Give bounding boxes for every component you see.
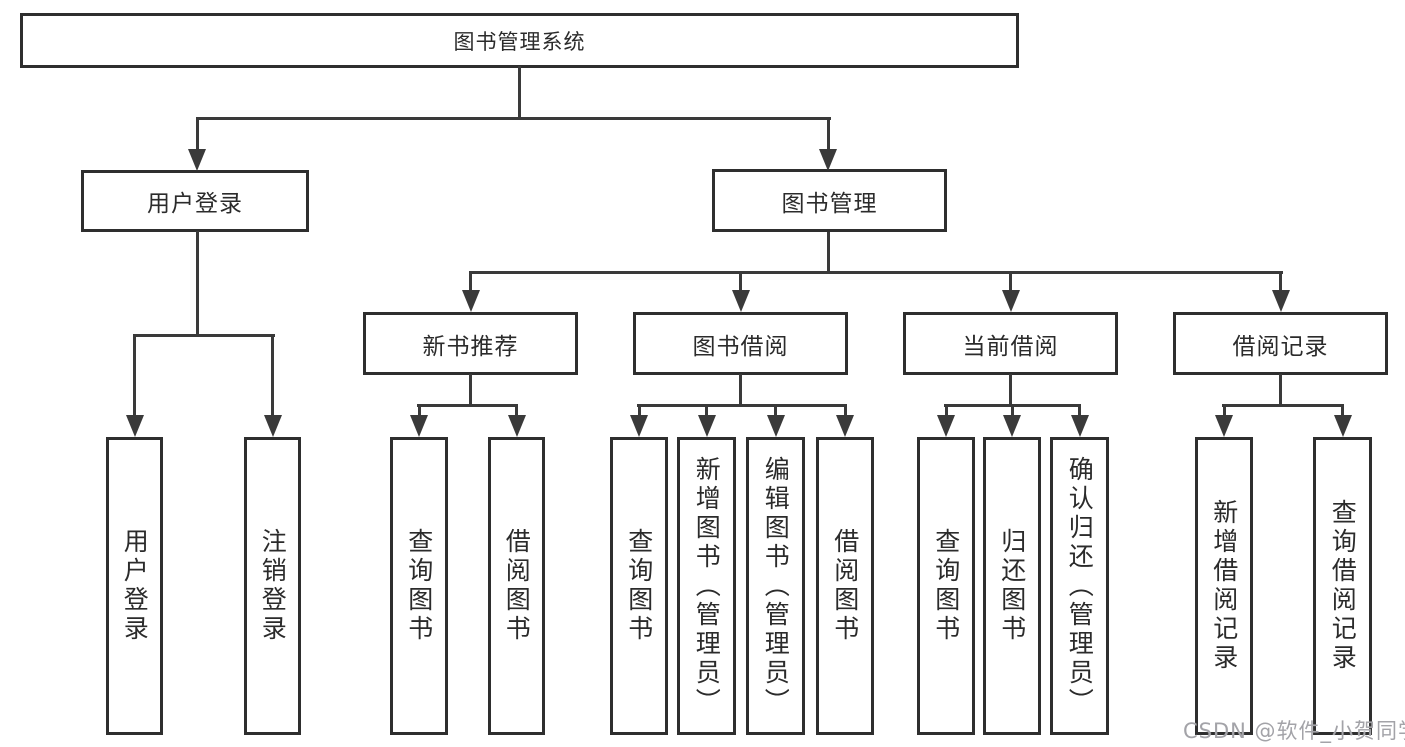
node-label: 归还图书 [997,528,1027,644]
node-label: 查询借阅记录 [1328,499,1358,673]
connector-hline [637,404,846,407]
arrow-down-icon [732,290,750,312]
leaf-query-book-current: 查询图书 [917,437,975,735]
connector-vline [1009,271,1012,292]
node-label: 查询图书 [931,528,961,644]
node-user-login: 用户登录 [81,170,309,232]
connector-hline [469,271,1283,274]
node-label: 查询图书 [624,528,654,644]
connector-hline [196,117,831,120]
connector-vline [705,404,708,416]
leaf-return-book: 归还图书 [983,437,1041,735]
connector-hline [417,404,518,407]
arrow-down-icon [1071,415,1089,437]
arrow-down-icon [188,149,206,171]
connector-vline [1009,374,1012,407]
connector-vline [1279,271,1282,292]
leaf-borrow-book: 借阅图书 [816,437,874,735]
leaf-user-login: 用户登录 [106,437,163,735]
connector-vline [1011,404,1014,416]
connector-hline [1222,404,1344,407]
connector-vline [638,404,641,416]
node-current-borrow: 当前借阅 [903,312,1118,375]
connector-vline [1341,404,1344,416]
connector-vline [1078,404,1081,416]
node-label: 查询图书 [404,528,434,644]
node-label: 图书借阅 [692,333,789,360]
node-label: 新增借阅记录 [1209,499,1239,673]
node-label: 注销登录 [258,528,288,644]
leaf-query-borrow-record: 查询借阅记录 [1313,437,1372,735]
node-label: 确认归还（管理员） [1065,455,1095,717]
connector-vline [133,334,136,415]
leaf-edit-book-admin: 编辑图书（管理员） [746,437,805,735]
node-label: 用户登录 [147,191,243,217]
node-label: 图书管理系统 [453,29,586,54]
node-root-library-system: 图书管理系统 [20,13,1019,68]
arrow-down-icon [698,415,716,437]
csdn-watermark: CSDN @软件_小贺同学 [1183,719,1405,743]
node-label: 新书推荐 [422,333,519,360]
leaf-query-book-recommend: 查询图书 [390,437,448,735]
connector-vline [827,232,830,274]
arrow-down-icon [1003,415,1021,437]
arrow-down-icon [264,415,282,437]
connector-vline [196,117,199,151]
node-label: 编辑图书（管理员） [761,455,791,717]
arrow-down-icon [462,290,480,312]
connector-hline [133,334,275,337]
connector-vline [515,404,518,416]
arrow-down-icon [1334,415,1352,437]
node-label: 当前借阅 [962,333,1059,360]
leaf-confirm-return-admin: 确认归还（管理员） [1050,437,1109,735]
arrow-down-icon [937,415,955,437]
connector-vline [418,404,421,416]
leaf-borrow-book-recommend: 借阅图书 [488,437,545,735]
connector-vline [774,404,777,416]
connector-vline [469,271,472,292]
arrow-down-icon [819,149,837,171]
connector-vline [518,66,521,119]
arrow-down-icon [1215,415,1233,437]
node-label: 借阅图书 [502,528,532,644]
connector-vline [1223,404,1226,416]
node-label: 借阅记录 [1232,333,1329,360]
connector-vline [827,117,830,151]
connector-vline [469,374,472,407]
leaf-add-book-admin: 新增图书（管理员） [677,437,736,735]
connector-vline [196,231,199,336]
node-borrow-record: 借阅记录 [1173,312,1388,375]
node-label: 新增图书（管理员） [692,455,722,717]
connector-vline [739,374,742,407]
node-book-borrow: 图书借阅 [633,312,848,375]
connector-vline [1279,374,1282,407]
arrow-down-icon [126,415,144,437]
arrow-down-icon [1272,290,1290,312]
leaf-query-book-borrow: 查询图书 [610,437,668,735]
arrow-down-icon [836,415,854,437]
node-book-management: 图书管理 [712,169,947,232]
connector-vline [945,404,948,416]
arrow-down-icon [767,415,785,437]
arrow-down-icon [1002,290,1020,312]
node-new-book-recommend: 新书推荐 [363,312,578,375]
connector-vline [271,334,274,415]
leaf-logout: 注销登录 [244,437,301,735]
leaf-add-borrow-record: 新增借阅记录 [1195,437,1253,735]
arrow-down-icon [630,415,648,437]
node-label: 图书管理 [781,190,878,217]
arrow-down-icon [410,415,428,437]
connector-vline [844,404,847,416]
node-label: 用户登录 [120,528,150,644]
node-label: 借阅图书 [830,528,860,644]
arrow-down-icon [508,415,526,437]
connector-vline [739,271,742,292]
